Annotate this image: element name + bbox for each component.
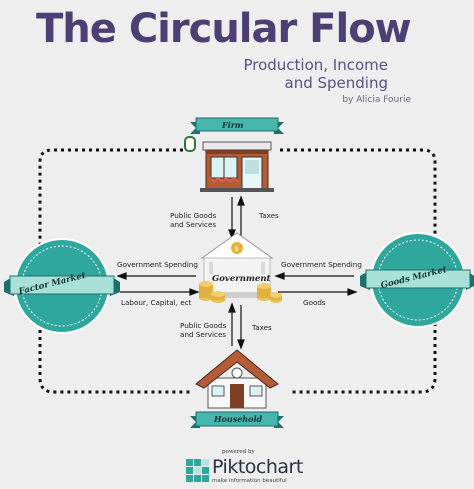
brand-name[interactable]: Piktochart [212, 456, 303, 478]
svg-text:$: $ [235, 245, 239, 253]
household-gov-arrows [228, 302, 245, 350]
powered-by-text: powered by [222, 449, 255, 455]
factor-labour-label: Labour, Capital, ect [121, 298, 192, 307]
factor-market-badge [4, 238, 120, 334]
store-icon [200, 141, 274, 192]
government-label: Government [212, 274, 271, 284]
subtitle-line-1: Production, Income [243, 56, 388, 74]
government-building-icon: $ [199, 232, 282, 303]
goods-gov-arrows [274, 272, 358, 296]
factor-gov-arrows [116, 272, 200, 296]
household-label: Household [214, 414, 263, 424]
household-taxes-label: Taxes [252, 323, 272, 332]
firm-gov-arrows [228, 195, 245, 240]
goods-market-badge [360, 232, 474, 328]
firm-ribbon [190, 117, 284, 134]
house-icon [195, 349, 279, 409]
subtitle-line-2: and Spending [284, 74, 388, 92]
firm-label: Firm [222, 120, 244, 130]
plant-icon [184, 136, 196, 152]
goods-label: Goods [303, 298, 326, 307]
household-ribbon [190, 411, 284, 428]
household-public-goods-label: Public Goods and Services [180, 321, 227, 339]
author-credit: by Alicia Fourie [342, 95, 411, 105]
brand-tagline: make information beautiful [212, 478, 287, 484]
circular-flow-loop [38, 148, 190, 256]
firm-public-goods-label: Public Goods and Services [170, 211, 217, 229]
firm-taxes-label: Taxes [259, 211, 279, 220]
goods-gov-spending-label: Government Spending [281, 260, 362, 269]
factor-gov-spending-label: Government Spending [117, 260, 198, 269]
piktochart-logo-icon [186, 459, 209, 482]
page-title: The Circular Flow [36, 6, 412, 52]
